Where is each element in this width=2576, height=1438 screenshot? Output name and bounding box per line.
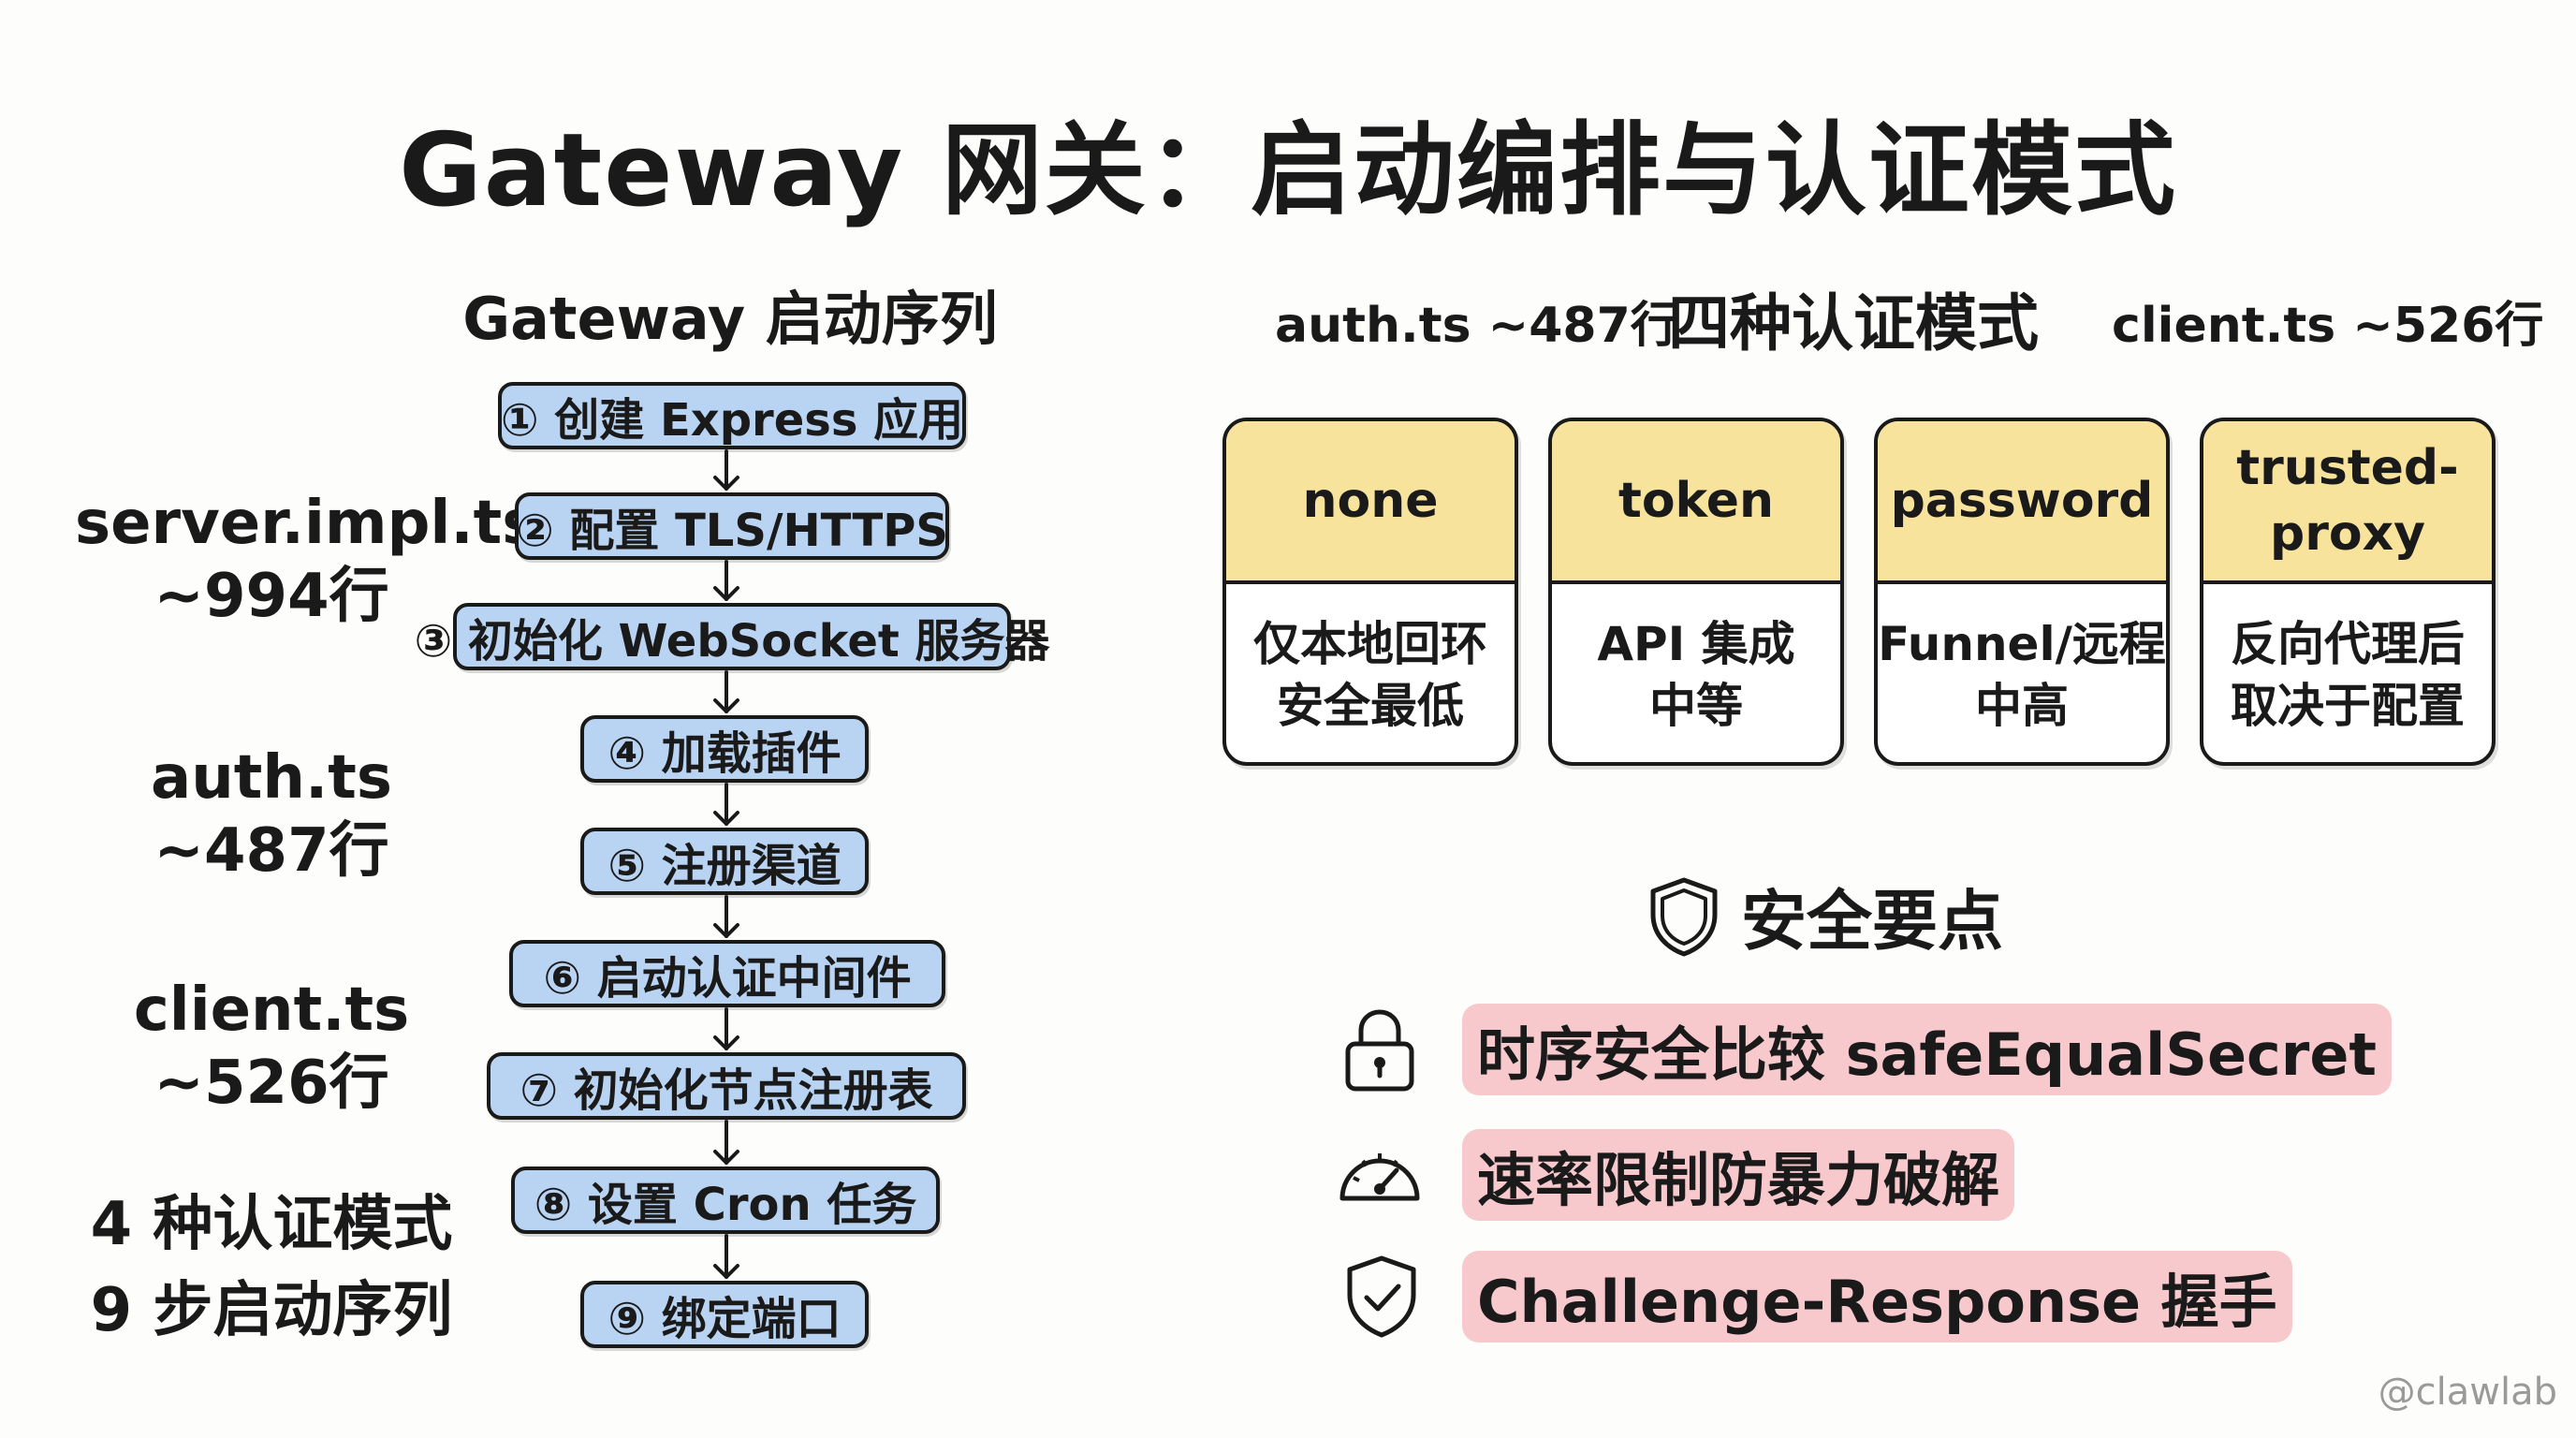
auth-mode-none: none 仅本地回环 安全最低 bbox=[1222, 418, 1518, 766]
auth-mode-desc: Funnel/远程 中高 bbox=[1878, 584, 2166, 762]
summary-auth-modes: 4 种认证模式 bbox=[90, 1190, 453, 1259]
shield-icon bbox=[1650, 877, 1718, 956]
arrow-down-icon bbox=[713, 783, 739, 826]
security-item-text: 速率限制防暴力破解 bbox=[1462, 1129, 2015, 1221]
side-label-client: client.ts ~526行 bbox=[75, 974, 468, 1120]
auth-mode-name: password bbox=[1878, 421, 2166, 584]
step-init-node-registry: ⑦ 初始化节点注册表 bbox=[487, 1052, 966, 1120]
side-label-server: server.impl.ts ~994行 bbox=[75, 487, 538, 633]
auth-mode-desc: API 集成 中等 bbox=[1552, 584, 1840, 762]
arrow-down-icon bbox=[713, 1120, 739, 1165]
side-label-server-file: server.impl.ts bbox=[75, 489, 538, 558]
auth-mode-name-line1: password bbox=[1890, 473, 2154, 529]
arrow-down-icon bbox=[713, 1234, 739, 1279]
auth-file-label: auth.ts ~487行 bbox=[1275, 298, 1679, 354]
auth-mode-name-line1: none bbox=[1302, 473, 1439, 529]
security-item-text: 时序安全比较 safeEqualSecret bbox=[1462, 1004, 2393, 1095]
step-create-express: ① 创建 Express 应用 bbox=[498, 382, 966, 449]
side-label-client-file: client.ts bbox=[133, 976, 410, 1045]
side-label-summary: 4 种认证模式 9 步启动序列 bbox=[75, 1181, 468, 1354]
auth-mode-desc-line1: API 集成 bbox=[1597, 617, 1795, 671]
auth-mode-trusted-proxy: trusted- proxy 反向代理后 取决于配置 bbox=[2200, 418, 2496, 766]
auth-mode-desc-line2: 安全最低 bbox=[1277, 679, 1464, 733]
lock-icon bbox=[1345, 1009, 1414, 1092]
watermark: @clawlab bbox=[2378, 1371, 2557, 1414]
side-label-auth-file: auth.ts bbox=[151, 743, 392, 813]
arrow-down-icon bbox=[713, 670, 739, 713]
auth-mode-desc-line1: 仅本地回环 bbox=[1253, 617, 1487, 671]
side-label-server-lines: ~994行 bbox=[154, 562, 389, 631]
auth-mode-password: password Funnel/远程 中高 bbox=[1874, 418, 2170, 766]
side-label-auth: auth.ts ~487行 bbox=[75, 741, 468, 888]
sequence-title: Gateway 启动序列 bbox=[462, 285, 998, 353]
auth-mode-token: token API 集成 中等 bbox=[1548, 418, 1844, 766]
auth-mode-name-line2: proxy bbox=[2269, 506, 2426, 562]
auth-mode-name-line1: token bbox=[1617, 473, 1775, 529]
step-configure-tls: ② 配置 TLS/HTTPS bbox=[515, 492, 949, 560]
auth-mode-desc-line2: 取决于配置 bbox=[2231, 679, 2465, 733]
security-item-challenge: Challenge-Response 握手 bbox=[1344, 1251, 2292, 1343]
auth-mode-desc-line1: 反向代理后 bbox=[2231, 617, 2465, 671]
auth-mode-desc-line2: 中高 bbox=[1975, 679, 2069, 733]
security-title-text: 安全要点 bbox=[1741, 883, 2003, 960]
arrow-down-icon bbox=[713, 449, 739, 491]
auth-mode-name: trusted- proxy bbox=[2203, 421, 2492, 584]
page-title: Gateway 网关：启动编排与认证模式 bbox=[399, 112, 2177, 229]
security-item-rate-limit: 速率限制防暴力破解 bbox=[1333, 1129, 2015, 1221]
auth-modes-title: 四种认证模式 bbox=[1668, 287, 2039, 360]
security-item-text: Challenge-Response 握手 bbox=[1462, 1251, 2292, 1343]
step-register-channels: ⑤ 注册渠道 bbox=[580, 828, 869, 895]
client-file-label: client.ts ~526行 bbox=[2112, 298, 2544, 354]
step-setup-cron: ⑧ 设置 Cron 任务 bbox=[511, 1167, 940, 1234]
auth-mode-desc: 仅本地回环 安全最低 bbox=[1226, 584, 1515, 762]
auth-mode-name: token bbox=[1552, 421, 1840, 584]
step-start-auth-middleware: ⑥ 启动认证中间件 bbox=[509, 940, 945, 1007]
auth-mode-desc: 反向代理后 取决于配置 bbox=[2203, 584, 2492, 762]
step-init-websocket: ③ 初始化 WebSocket 服务器 bbox=[414, 603, 1050, 670]
security-item-timing-safe: 时序安全比较 safeEqualSecret bbox=[1340, 1004, 2393, 1095]
side-label-auth-lines: ~487行 bbox=[154, 816, 389, 886]
arrow-down-icon bbox=[713, 1007, 739, 1050]
security-title: 安全要点 bbox=[1647, 869, 2041, 963]
auth-mode-desc-line2: 中等 bbox=[1649, 679, 1743, 733]
auth-mode-desc-line1: Funnel/远程 bbox=[1878, 617, 2166, 671]
auth-mode-name-line1: trusted- bbox=[2236, 440, 2459, 496]
step-bind-port: ⑨ 绑定端口 bbox=[580, 1281, 869, 1348]
arrow-down-icon bbox=[713, 560, 739, 601]
side-label-client-lines: ~526行 bbox=[154, 1049, 389, 1118]
arrow-down-icon bbox=[713, 895, 739, 938]
auth-mode-name: none bbox=[1226, 421, 1515, 584]
shield-check-icon bbox=[1347, 1255, 1416, 1338]
speedometer-icon bbox=[1339, 1153, 1420, 1201]
step-load-plugins: ④ 加载插件 bbox=[580, 715, 869, 783]
summary-startup-steps: 9 步启动序列 bbox=[90, 1276, 453, 1345]
